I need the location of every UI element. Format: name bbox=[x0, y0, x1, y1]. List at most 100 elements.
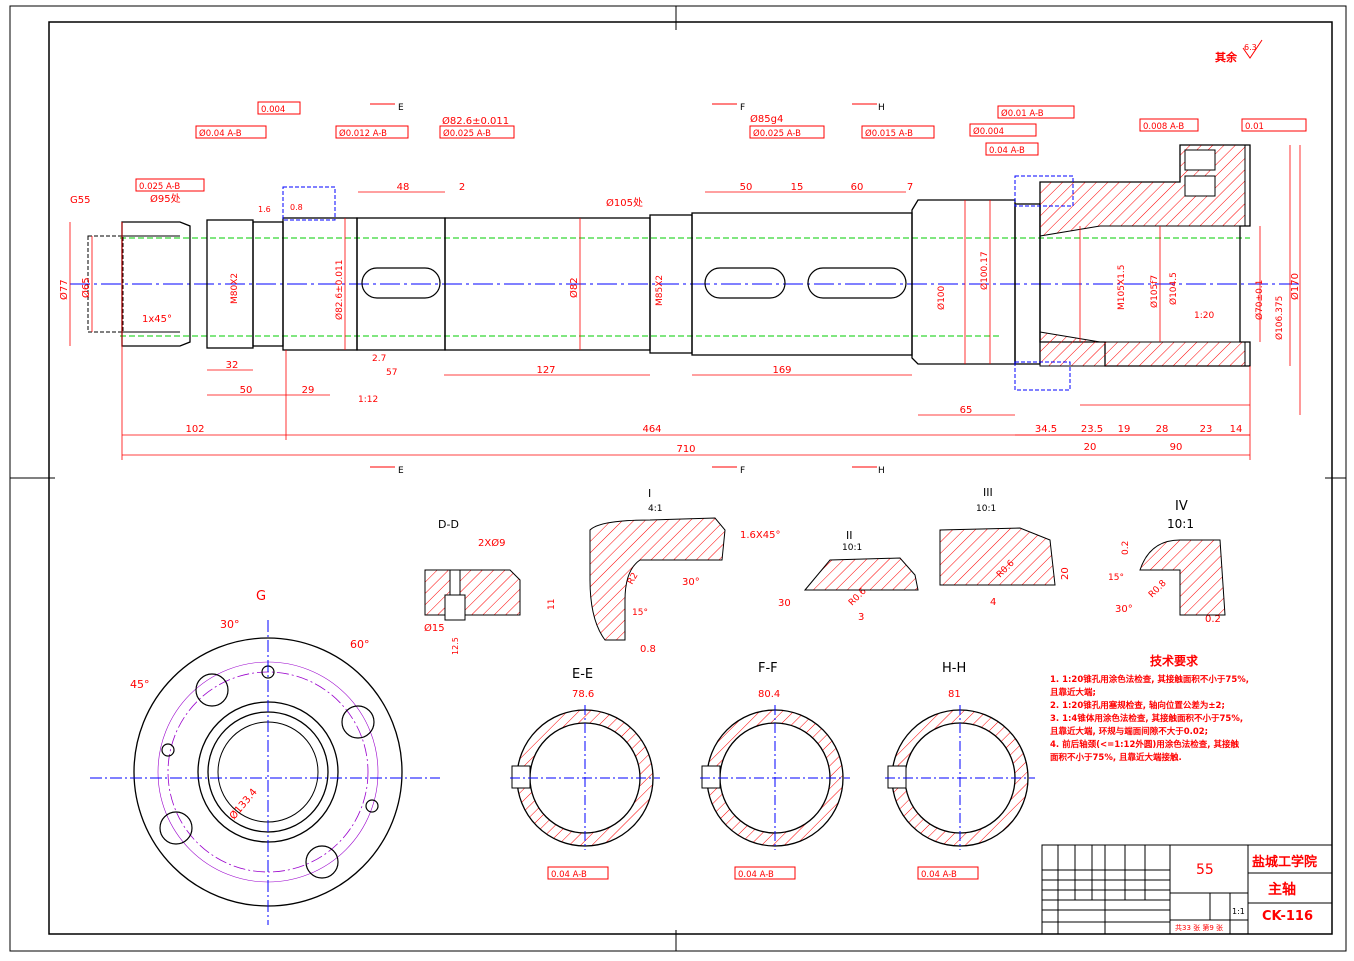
dimension-text: Ø100.17 bbox=[979, 251, 990, 290]
tolerance-text: 0.04 A-B bbox=[989, 146, 1025, 156]
dimension-text: 0.2 bbox=[1205, 614, 1221, 625]
dimension-text: Ø106.375 bbox=[1274, 296, 1285, 340]
dimension-text: Ø100 bbox=[936, 285, 947, 310]
dimension-text: 1.6 bbox=[258, 205, 271, 214]
dimension-text: IV bbox=[1175, 499, 1188, 514]
dimension-text: 32 bbox=[226, 360, 239, 371]
dimension-text: 1x45° bbox=[142, 314, 172, 325]
section-mark-h-bottom: H bbox=[878, 466, 885, 476]
tolerance-text: Ø0.025 A-B bbox=[443, 128, 491, 139]
tolerance-frame bbox=[917, 866, 979, 880]
dimension-text: M80X2 bbox=[230, 273, 240, 304]
tolerance-text: Ø0.04 A-B bbox=[199, 128, 242, 139]
section-mark-f-top: F bbox=[740, 103, 745, 113]
tb-school: 盐城工学院 bbox=[1252, 855, 1318, 870]
tolerance-text: Ø0.004 bbox=[973, 126, 1004, 137]
dimension-text: Ø85g4 bbox=[750, 113, 783, 125]
dimension-text: 2 bbox=[459, 182, 465, 193]
dimension-text: E-E bbox=[572, 667, 593, 682]
tolerance-text: 0.025 A-B bbox=[139, 182, 180, 192]
tech-requirement-item: 面积不小于75%, 且靠近大端接触. bbox=[1050, 753, 1182, 763]
dimension-text: Ø82.6±0.011 bbox=[334, 260, 345, 320]
dimension-text: 2.7 bbox=[372, 354, 386, 364]
dimension-text: I bbox=[648, 487, 651, 500]
tech-requirement-item: 且靠近大端; bbox=[1050, 688, 1096, 698]
other-roughness-note: 其余 6.3 bbox=[1215, 39, 1263, 64]
dimension-text: 12.5 bbox=[451, 637, 460, 655]
outer-frame bbox=[9, 5, 1347, 952]
dimension-text: 34.5 bbox=[1035, 424, 1057, 435]
dimension-text: 4 bbox=[990, 597, 996, 608]
dimension-text: Ø77 bbox=[58, 279, 70, 300]
dimension-text: 10:1 bbox=[842, 543, 862, 553]
dimension-text: R0.8 bbox=[1147, 578, 1169, 600]
dimension-text: Ø65 bbox=[80, 277, 92, 298]
dimension-text: 45° bbox=[130, 678, 150, 691]
dimension-text: 90 bbox=[1170, 442, 1183, 453]
tolerance-text: Ø0.012 A-B bbox=[339, 128, 387, 139]
dimension-text: 15 bbox=[791, 182, 804, 193]
dimension-text: 14 bbox=[1230, 424, 1243, 435]
tb-part-name: 主轴 bbox=[1268, 882, 1296, 898]
tolerance-frame bbox=[985, 142, 1039, 156]
tolerance-frame bbox=[734, 866, 796, 880]
section-ff bbox=[700, 705, 850, 850]
roughness-value: 6.3 bbox=[1244, 43, 1257, 52]
shaft-hatch-right bbox=[1039, 144, 1246, 367]
tolerance-frame bbox=[997, 105, 1075, 119]
tech-requirement-item: 3. 1:4锥体用涂色法检查, 其接触面积不小于75%, bbox=[1050, 714, 1244, 724]
detail-box-ii-top bbox=[282, 186, 336, 221]
dimension-text: 11 bbox=[547, 599, 557, 610]
tolerance-frame bbox=[335, 125, 409, 139]
section-hh bbox=[885, 705, 1035, 850]
dimension-text: 464 bbox=[642, 424, 661, 435]
tolerance-frame bbox=[1241, 118, 1307, 132]
tolerance-text: Ø0.025 A-B bbox=[753, 128, 801, 139]
tolerance-frame bbox=[195, 125, 267, 139]
tolerance-text: Ø0.01 A-B bbox=[1001, 108, 1044, 119]
tb-material: 55 bbox=[1196, 862, 1214, 878]
dimension-text: 0.8 bbox=[290, 203, 303, 212]
dimension-text: Ø15 bbox=[424, 622, 445, 634]
dimension-text: 10:1 bbox=[976, 504, 996, 514]
tech-requirement-item: 且靠近大端, 环规与端面间隙不大于0.02; bbox=[1050, 727, 1209, 737]
dimension-text: 0.8 bbox=[640, 644, 656, 655]
shaft-outline bbox=[121, 144, 1251, 367]
section-mark-e-top: E bbox=[398, 103, 404, 113]
tolerance-frame bbox=[749, 125, 825, 139]
dimension-text: 29 bbox=[302, 385, 315, 396]
dimension-text: 78.6 bbox=[572, 689, 594, 700]
dimension-text: 30° bbox=[1115, 604, 1133, 615]
tolerance-text: 0.01 bbox=[1245, 122, 1264, 132]
section-mark-e-bottom: E bbox=[398, 466, 404, 476]
dimension-text: II bbox=[846, 529, 853, 542]
tolerance-text: 0.008 A-B bbox=[1143, 122, 1184, 132]
dimension-text: 1.6X45° bbox=[740, 530, 780, 541]
section-ee bbox=[510, 705, 660, 850]
tolerance-text: 0.04 A-B bbox=[921, 870, 957, 880]
dimension-text: 0.2 bbox=[1121, 541, 1131, 555]
dimension-text: M85X2 bbox=[655, 275, 665, 306]
tolerance-frame bbox=[547, 866, 609, 880]
tech-requirements-list: 1. 1:20锥孔用涂色法检查, 其接触面积不小于75%, 且靠近大端;2. 1… bbox=[1050, 674, 1340, 765]
detail-dd-view: D-D bbox=[424, 518, 521, 621]
tolerance-frame bbox=[439, 125, 515, 139]
dimension-text: 80.4 bbox=[758, 689, 780, 700]
dimension-text: 15° bbox=[632, 608, 648, 618]
dimension-text: 19 bbox=[1118, 424, 1131, 435]
dimension-text: 7 bbox=[907, 182, 913, 193]
dimension-text: Ø95处 bbox=[150, 193, 181, 205]
detail-iii-view bbox=[939, 527, 1056, 586]
diameter-lines bbox=[69, 145, 1291, 366]
detail-iv-view bbox=[1139, 539, 1226, 616]
dimension-text: 20 bbox=[1084, 442, 1097, 453]
dimension-text: 60 bbox=[851, 182, 864, 193]
dimension-text: 23 bbox=[1200, 424, 1213, 435]
dimension-text: 28 bbox=[1156, 424, 1169, 435]
left-bore bbox=[87, 235, 180, 333]
dimension-text: 15° bbox=[1108, 573, 1124, 583]
dimension-text: 30 bbox=[778, 598, 791, 609]
view-g-flange: G bbox=[90, 589, 440, 925]
tb-scale: 1:1 bbox=[1232, 907, 1245, 916]
